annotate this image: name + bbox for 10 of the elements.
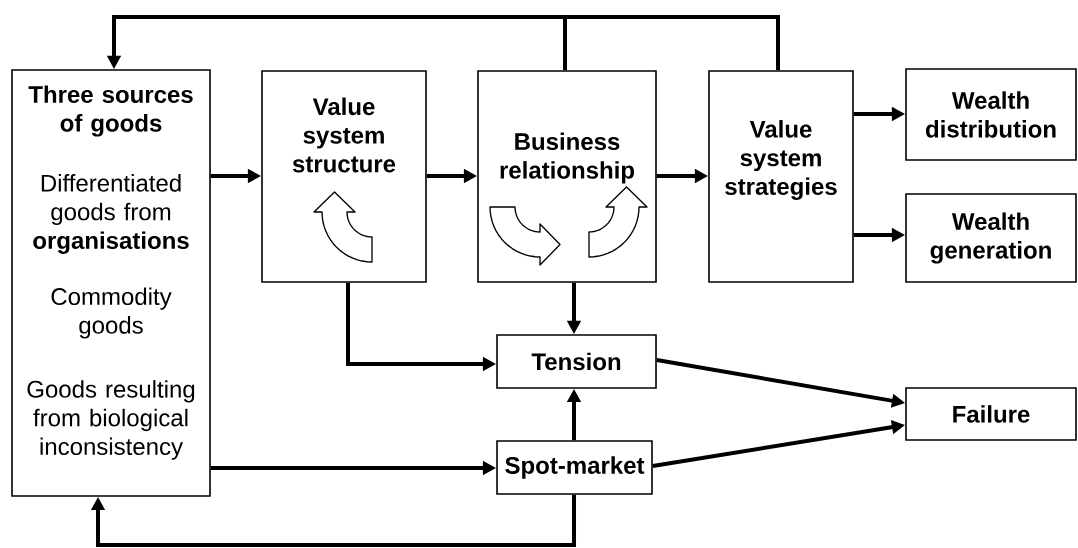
process-box: Wealth distribution: [905, 68, 1077, 161]
process-box: Failure: [905, 387, 1077, 441]
process-box: Wealth generation: [905, 193, 1077, 283]
process-box: Value system structure: [261, 70, 427, 283]
process-box: Tension: [496, 334, 657, 389]
process-box: Business relationship: [477, 70, 657, 283]
arrow: [90, 494, 576, 547]
process-box: Three sources of goods Differentiated goods from organisations Commodity goods Goods resulting from biological inconsistency: [11, 69, 211, 497]
process-box: Value system strategies: [708, 70, 854, 283]
process-box: Spot-market: [496, 440, 653, 495]
